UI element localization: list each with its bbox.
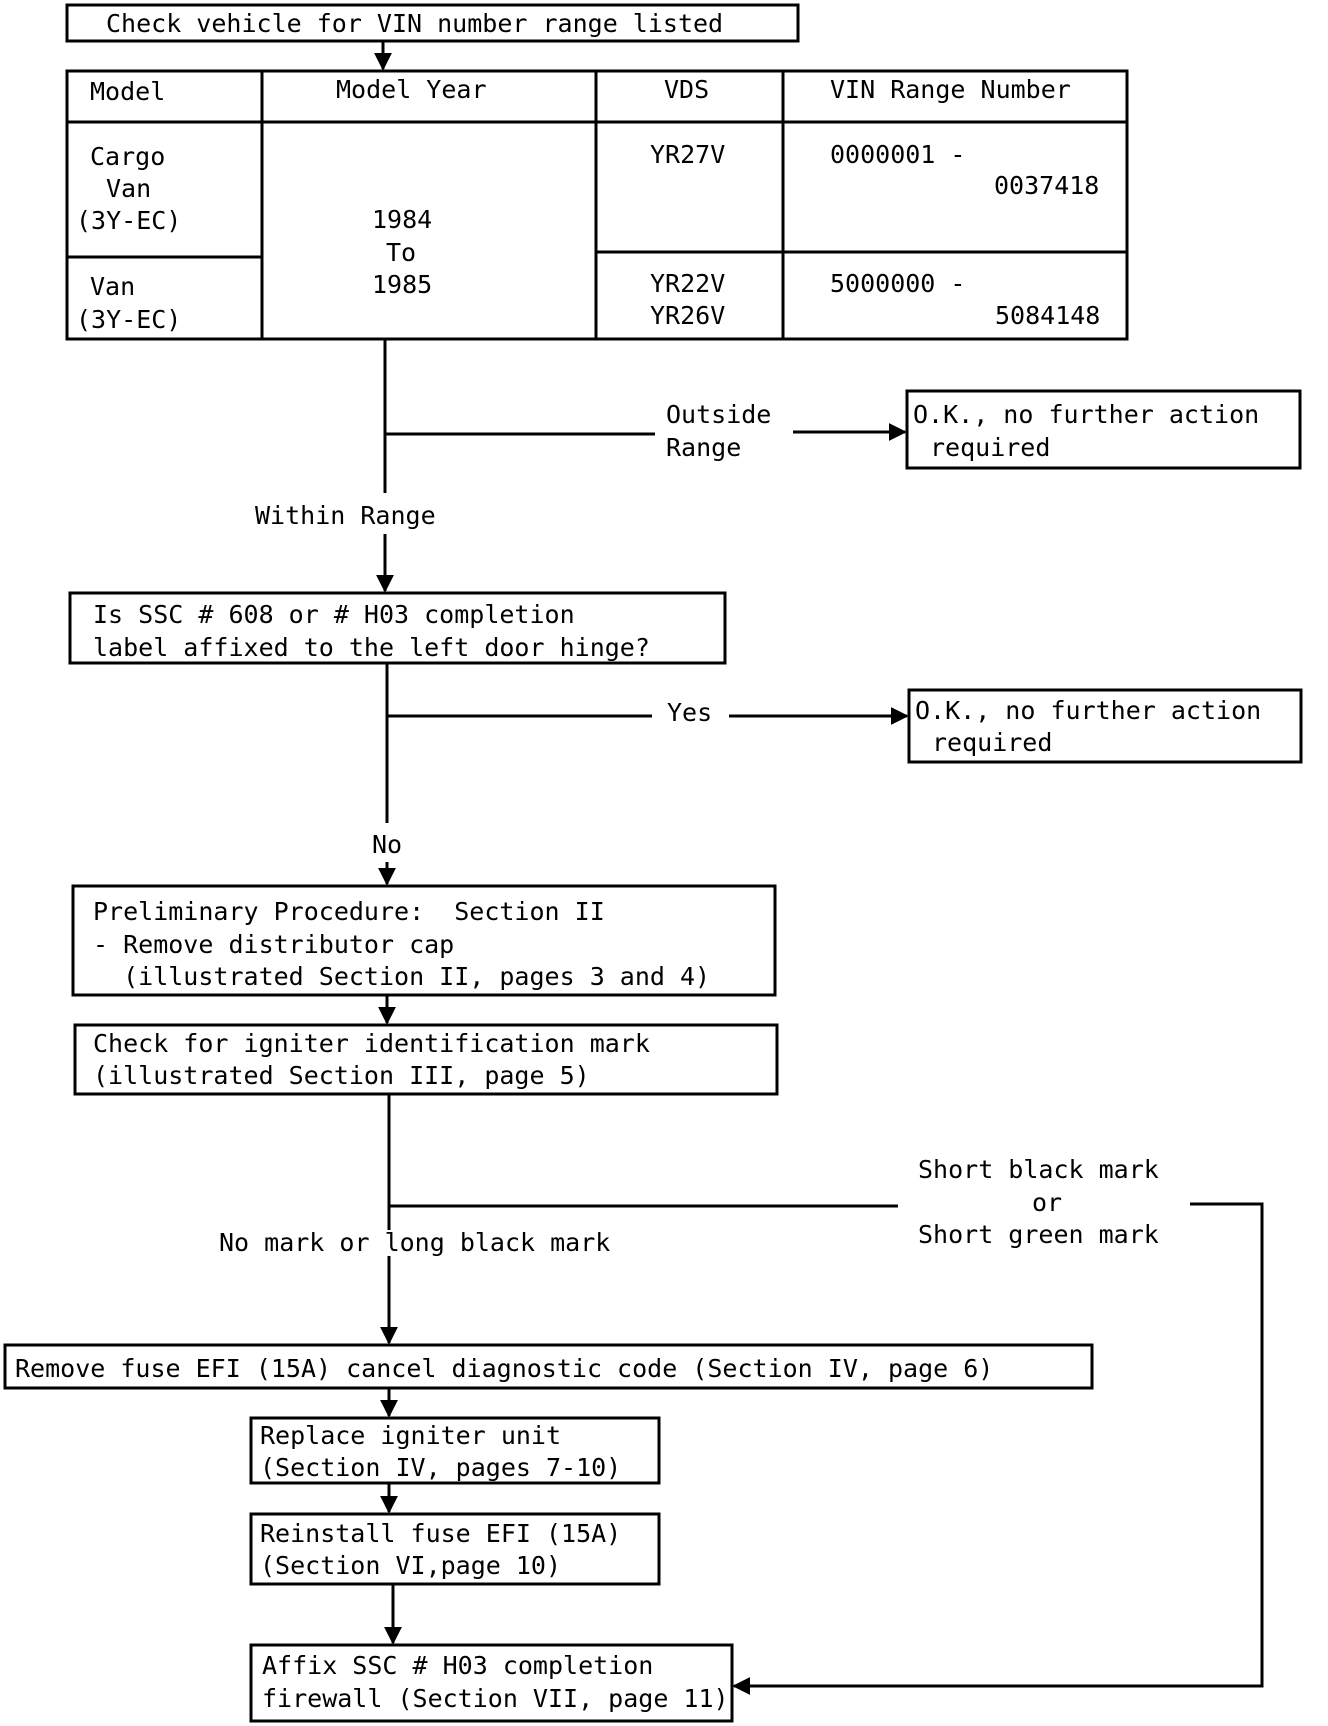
within-range-label: Within Range [255, 501, 436, 530]
model-van-line1: Van [90, 272, 135, 301]
outside-range-line2: Range [666, 433, 741, 462]
reinstall-fuse-line2: (Section VI,page 10) [260, 1551, 561, 1580]
model-cargo-van-line3: (3Y-EC) [76, 206, 181, 235]
ssc-question-line2: label affixed to the left door hinge? [93, 633, 650, 662]
no-mark-label: No mark or long black mark [219, 1228, 610, 1257]
model-cargo-van-line2: Van [106, 174, 151, 203]
vds-yr26v: YR26V [650, 301, 725, 330]
range-2-start: 5000000 - [830, 269, 965, 298]
range-1-end: 0037418 [994, 171, 1099, 200]
reinstall-fuse-line1: Reinstall fuse EFI (15A) [260, 1519, 621, 1548]
affix-box [249, 1643, 734, 1723]
header-model: Model [90, 77, 165, 106]
range-2-end: 5084148 [995, 301, 1100, 330]
model-van-line2: (3Y-EC) [76, 305, 181, 334]
header-vin-range: VIN Range Number [830, 75, 1071, 104]
outside-range-line1: Outside [666, 400, 771, 429]
range-1-start: 0000001 - [830, 140, 965, 169]
yes-label: Yes [667, 698, 712, 727]
short-mark-line1: Short black mark [918, 1155, 1159, 1184]
preliminary-box [71, 884, 777, 997]
ssc-question-box [68, 591, 727, 665]
preliminary-line1: Preliminary Procedure: Section II [93, 897, 605, 926]
remove-fuse-text: Remove fuse EFI (15A) cancel diagnostic … [15, 1354, 993, 1383]
start-text: Check vehicle for VIN number range liste… [106, 9, 723, 38]
remove-fuse-box [3, 1343, 1094, 1390]
header-vds: VDS [664, 75, 709, 104]
ok-box-2 [907, 688, 1303, 764]
preliminary-line3: (illustrated Section II, pages 3 and 4) [93, 962, 710, 991]
affix-line2: firewall (Section VII, page 11) [262, 1684, 729, 1713]
ok-2-line2: required [932, 728, 1052, 757]
short-mark-line2: or [1032, 1188, 1062, 1217]
ok-2-line1: O.K., no further action [915, 696, 1261, 725]
start-box [65, 3, 800, 43]
no-label: No [372, 830, 402, 859]
replace-igniter-box [249, 1416, 661, 1485]
ok-box-1 [905, 389, 1302, 470]
reinstall-fuse-box [249, 1512, 661, 1586]
year-line3: 1985 [372, 270, 432, 299]
ok-1-line2: required [930, 433, 1050, 462]
check-igniter-line1: Check for igniter identification mark [93, 1029, 650, 1058]
replace-igniter-line1: Replace igniter unit [260, 1421, 561, 1450]
vin-table: Model Model Year VDS VIN Range Number Ca… [65, 69, 1129, 341]
year-line2: To [386, 238, 416, 267]
vds-yr22v: YR22V [650, 269, 725, 298]
model-cargo-van-line1: Cargo [90, 142, 165, 171]
check-igniter-box [73, 1023, 779, 1096]
short-mark-line3: Short green mark [918, 1220, 1159, 1249]
replace-igniter-line2: (Section IV, pages 7-10) [260, 1453, 621, 1482]
ok-1-line1: O.K., no further action [913, 400, 1259, 429]
vds-yr27v: YR27V [650, 140, 725, 169]
ssc-question-line1: Is SSC # 608 or # H03 completion [93, 600, 575, 629]
preliminary-line2: - Remove distributor cap [93, 930, 454, 959]
check-igniter-line2: (illustrated Section III, page 5) [93, 1061, 590, 1090]
arrow-short-mark [732, 1202, 1264, 1695]
year-line1: 1984 [372, 205, 432, 234]
header-model-year: Model Year [336, 75, 487, 104]
affix-line1: Affix SSC # H03 completion [262, 1651, 653, 1680]
